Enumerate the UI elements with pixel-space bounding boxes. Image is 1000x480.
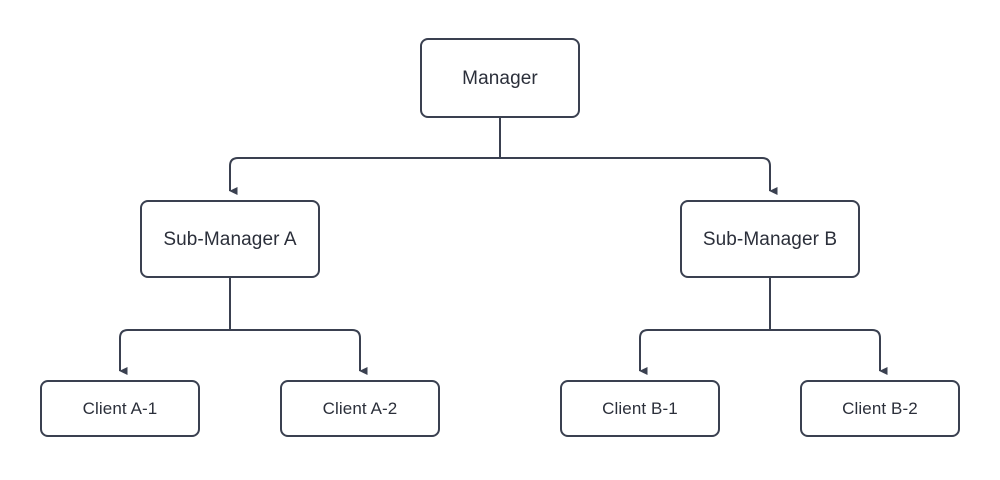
edge-sub-manager-b-to-client-b-2 xyxy=(770,329,888,376)
node-sub-manager-a-label: Sub-Manager A xyxy=(163,228,297,250)
node-client-b-1[interactable]: Client B-1 xyxy=(560,380,720,437)
edge-sub-manager-b-to-client-b-1 xyxy=(639,329,770,376)
node-client-a-1[interactable]: Client A-1 xyxy=(40,380,200,437)
node-client-a-2-label: Client A-2 xyxy=(322,399,398,418)
node-sub-manager-b[interactable]: Sub-Manager B xyxy=(680,200,860,278)
edge-manager-to-sub-manager-b xyxy=(500,157,778,196)
node-manager[interactable]: Manager xyxy=(420,38,580,118)
node-client-b-1-label: Client B-1 xyxy=(602,399,678,418)
node-client-b-2[interactable]: Client B-2 xyxy=(800,380,960,437)
edge-manager-to-sub-manager-a xyxy=(229,157,500,196)
edge-sub-manager-a-to-client-a-1 xyxy=(119,329,230,376)
node-sub-manager-b-label: Sub-Manager B xyxy=(702,228,838,250)
node-sub-manager-a[interactable]: Sub-Manager A xyxy=(140,200,320,278)
node-client-a-1-label: Client A-1 xyxy=(82,399,158,418)
node-client-b-2-label: Client B-2 xyxy=(842,399,918,418)
edge-sub-manager-a-to-client-a-2 xyxy=(230,329,368,376)
node-client-a-2[interactable]: Client A-2 xyxy=(280,380,440,437)
node-manager-label: Manager xyxy=(462,67,538,89)
